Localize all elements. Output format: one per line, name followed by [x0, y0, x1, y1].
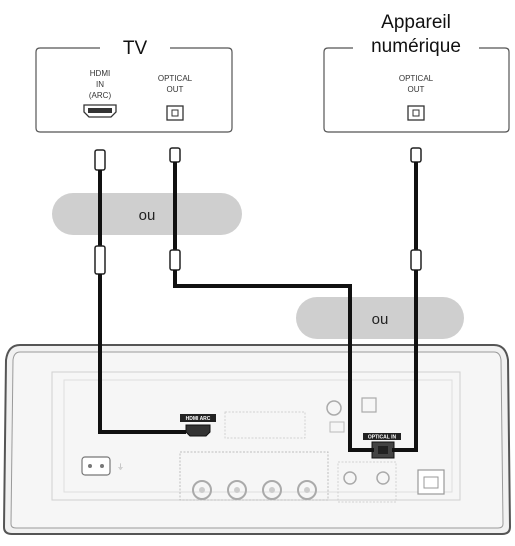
- or-badge-right: ou: [296, 297, 464, 339]
- digital-optical-label-1: OPTICAL: [399, 74, 434, 83]
- analog-inputs: [337, 461, 397, 503]
- antenna-terminals: [326, 397, 377, 433]
- speaker-terminals: [179, 451, 329, 501]
- svg-text:ou: ou: [372, 311, 389, 328]
- optical-port-icon: [407, 105, 425, 121]
- digital-device: Appareil numérique OPTICAL OUT: [323, 12, 510, 133]
- svg-text:ou: ou: [139, 207, 156, 224]
- tv-device: TV HDMI IN (ARC) OPTICAL OUT: [35, 38, 233, 133]
- power-inlet-icon: ⏚: [81, 456, 124, 476]
- tv-optical-label-2: OUT: [167, 85, 184, 94]
- optical-in-label: OPTICAL IN: [368, 435, 397, 441]
- hdmi-port-icon: [83, 104, 117, 118]
- digital-device-title-1: Appareil: [381, 12, 451, 33]
- hdmi-arc-label: HDMI ARC: [186, 416, 211, 422]
- hdmi-cable: [94, 149, 186, 434]
- tv-title: TV: [123, 38, 148, 59]
- svg-text:⏚: ⏚: [117, 463, 124, 471]
- digital-optical-cable: [392, 147, 422, 452]
- digital-optical-label-2: OUT: [408, 85, 425, 94]
- tv-hdmi-label-3: (ARC): [89, 91, 112, 100]
- digital-device-title-2: numérique: [371, 36, 461, 57]
- tv-hdmi-label-1: HDMI: [90, 69, 110, 78]
- or-badge-left: ou: [52, 193, 242, 235]
- tv-optical-label-1: OPTICAL: [158, 74, 193, 83]
- tv-hdmi-label-2: IN: [96, 80, 104, 89]
- optical-port-icon: [166, 105, 184, 121]
- tv-optical-cable: [169, 147, 374, 452]
- network-port-icon: [417, 469, 445, 495]
- receiver-unit: ⏚ HDMI ARC: [2, 344, 512, 535]
